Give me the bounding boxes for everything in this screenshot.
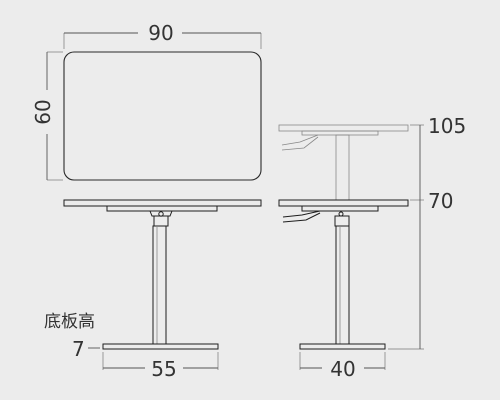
side-lever-raised [281,134,319,151]
side-tabletop [278,199,409,207]
side-view: 40 105 70 [278,114,466,381]
height-max-label: 105 [428,114,466,138]
base-width-label: 55 [151,357,176,381]
side-tabletop-raised [278,124,409,132]
front-bracket [106,205,218,212]
side-column [335,225,350,345]
base-depth-label: 40 [330,357,355,381]
side-column-ghost [335,134,350,201]
height-min-label: 70 [428,189,453,213]
top-view: 90 60 [31,21,262,181]
front-column-collar [153,215,169,227]
base-plate-label: 底板高 [44,312,95,332]
top-width-label: 90 [148,21,173,45]
side-lever [282,210,321,223]
base-plate-height-value: 7 [72,337,85,361]
front-view: 55 底板高 7 [44,199,262,381]
side-knob [338,211,344,217]
tabletop-top-view [63,51,262,181]
top-depth-label: 60 [31,99,55,124]
front-base-plate [102,343,219,350]
side-bracket-raised [301,130,379,136]
front-column [152,225,167,345]
side-base-plate [299,343,386,350]
tabletop-front [63,199,262,207]
side-column-collar [334,215,350,227]
side-bracket [301,205,379,212]
